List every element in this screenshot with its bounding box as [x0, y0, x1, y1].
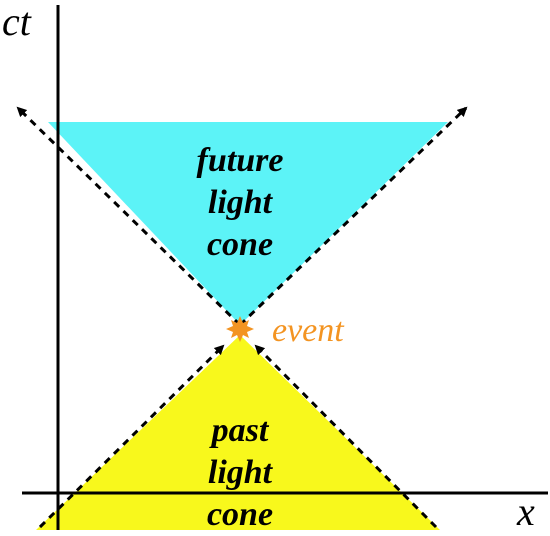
past-label-line-1: past — [211, 412, 269, 449]
future-light-ray-right — [238, 106, 468, 327]
past-label-line-3: cone — [206, 496, 274, 533]
future-label-line-3: cone — [206, 226, 274, 263]
past-label-line-2: light — [207, 454, 273, 491]
event-marker-icon — [226, 316, 254, 342]
past-light-ray-left — [38, 344, 225, 529]
future-label-line-2: light — [207, 184, 273, 221]
past-light-cone-region — [36, 335, 440, 530]
future-light-cone-label: future light cone — [140, 140, 340, 266]
event-label: event — [272, 312, 344, 349]
past-light-cone-label: past light cone — [140, 410, 340, 536]
future-label-line-1: future — [196, 142, 284, 179]
past-light-ray-right — [254, 344, 438, 529]
x-axis-label: x — [517, 489, 535, 534]
ct-axis-label: ct — [2, 0, 31, 44]
future-light-cone-region — [48, 122, 448, 325]
